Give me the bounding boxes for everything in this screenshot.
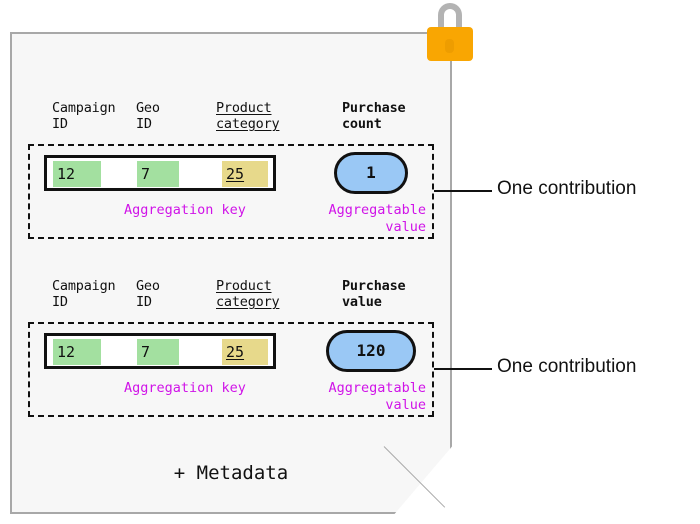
key-cell-product-category-value-1: 25 [226,165,245,183]
aggregation-key-box-1: 12 7 25 [44,155,276,191]
aggregatable-report-card [10,32,452,514]
lock-icon [427,3,473,61]
header-product-category-2: Product category [216,278,280,310]
key-cell-geo-id-2: 7 [137,339,179,365]
annotation-aggregatable-value-1: Aggregatable value [328,202,426,235]
annotation-aggregation-key-2: Aggregation key [124,380,246,396]
header-geo-id-2: Geo ID [136,278,160,310]
header-measure-purchase-count: Purchase count [342,100,406,132]
column-headers-contribution-2: Campaign ID Geo ID Product category Purc… [52,278,442,320]
aggregation-key-box-2: 12 7 25 [44,333,276,369]
callout-label-2: One contribution [497,356,637,377]
header-product-category: Product category [216,100,280,132]
aggregatable-value-pill-1: 1 [334,152,408,194]
aggregatable-value-pill-2: 120 [326,330,416,372]
column-headers-contribution-1: Campaign ID Geo ID Product category Purc… [52,100,442,142]
annotation-aggregatable-value-2: Aggregatable value [328,380,426,413]
key-cell-campaign-id-2: 12 [53,339,101,365]
key-cell-geo-id-1: 7 [137,161,179,187]
header-campaign-id-2: Campaign ID [52,278,116,310]
key-cell-campaign-id-1: 12 [53,161,101,187]
key-cell-product-category-1: 25 [222,161,268,187]
header-measure-purchase-value: Purchase value [342,278,406,310]
callout-label-1: One contribution [497,178,637,199]
metadata-label: + Metadata [173,462,289,484]
callout-leader-line-1 [434,190,492,192]
key-cell-product-category-2: 25 [222,339,268,365]
contribution-group-1 [28,144,434,239]
key-cell-product-category-value-2: 25 [226,343,245,361]
header-geo-id: Geo ID [136,100,160,132]
annotation-aggregation-key-1: Aggregation key [124,202,246,218]
callout-leader-line-2 [434,368,492,370]
lock-shackle-icon [438,3,462,35]
contribution-group-2 [28,322,434,417]
header-campaign-id: Campaign ID [52,100,116,132]
lock-keyhole-icon [445,39,454,53]
